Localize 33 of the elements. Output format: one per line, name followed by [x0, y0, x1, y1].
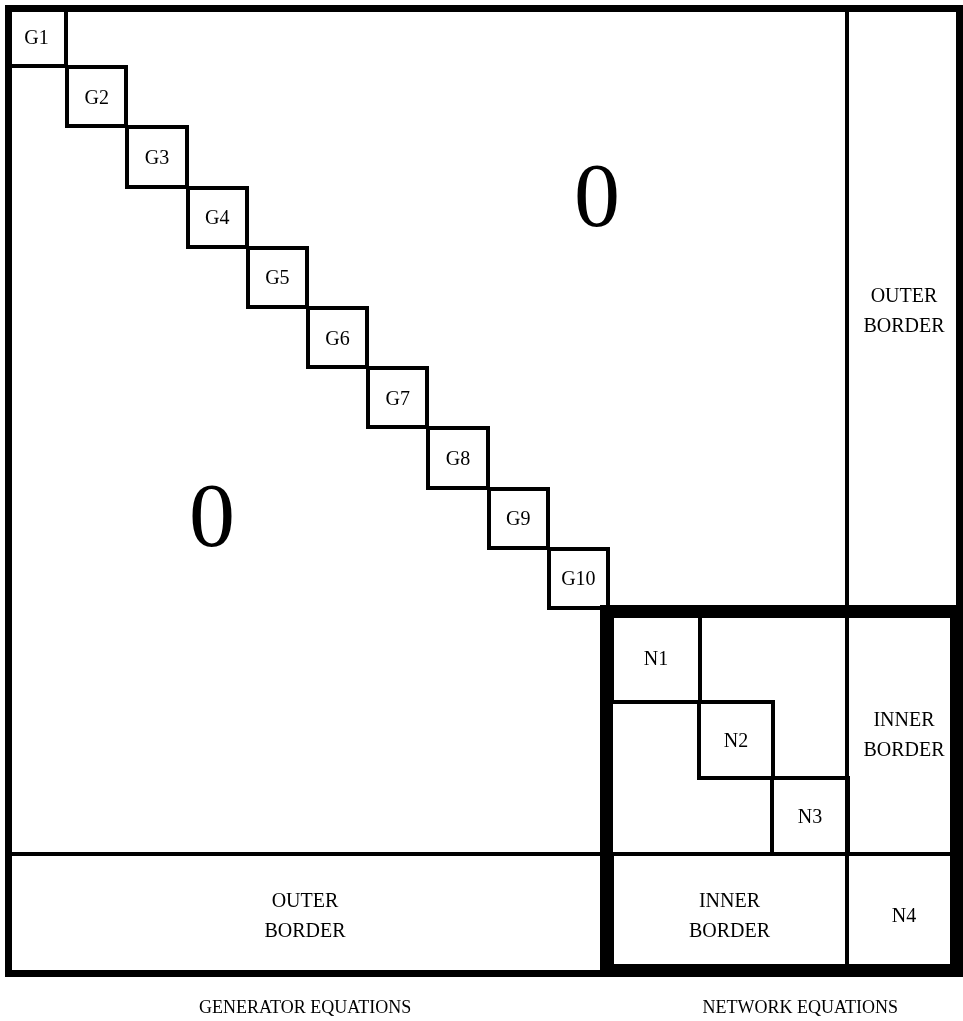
diagonal-block — [486, 486, 550, 550]
block-label: N3 — [797, 804, 823, 829]
block-label: N4 — [891, 902, 917, 928]
diagonal-block — [125, 125, 189, 189]
block-label: G5 — [265, 265, 290, 291]
zero-label: 0 — [189, 469, 235, 561]
block-label: G9 — [505, 506, 531, 532]
diagonal-block — [306, 306, 370, 370]
zero-label: 0 — [574, 149, 620, 241]
diagonal-block — [697, 700, 775, 780]
block-label: OUTER BORDER — [263, 887, 347, 943]
block-label: N1 — [643, 646, 669, 671]
block-label: G3 — [144, 145, 170, 170]
axis-caption: GENERATOR EQUATIONS — [199, 998, 412, 1016]
block-label: G4 — [204, 205, 230, 231]
block-label: OUTER BORDER — [862, 283, 946, 338]
block-label: G7 — [385, 385, 410, 411]
diagonal-block — [546, 546, 610, 610]
block-label: N2 — [723, 728, 749, 753]
block-label: G10 — [561, 566, 596, 592]
diagonal-block — [185, 185, 249, 249]
diagonal-block — [426, 426, 490, 490]
block-label: INNER BORDER — [687, 887, 772, 943]
block-label: G2 — [84, 84, 109, 110]
block-label: G8 — [445, 446, 471, 471]
block-label: G1 — [24, 24, 49, 50]
diagonal-block — [366, 366, 430, 430]
axis-caption: NETWORK EQUATIONS — [702, 998, 898, 1016]
matrix-outline — [5, 5, 963, 977]
diagonal-block — [245, 245, 309, 309]
block-label: INNER BORDER — [862, 707, 946, 762]
diagonal-block — [65, 65, 129, 129]
block-label: G6 — [325, 325, 350, 351]
